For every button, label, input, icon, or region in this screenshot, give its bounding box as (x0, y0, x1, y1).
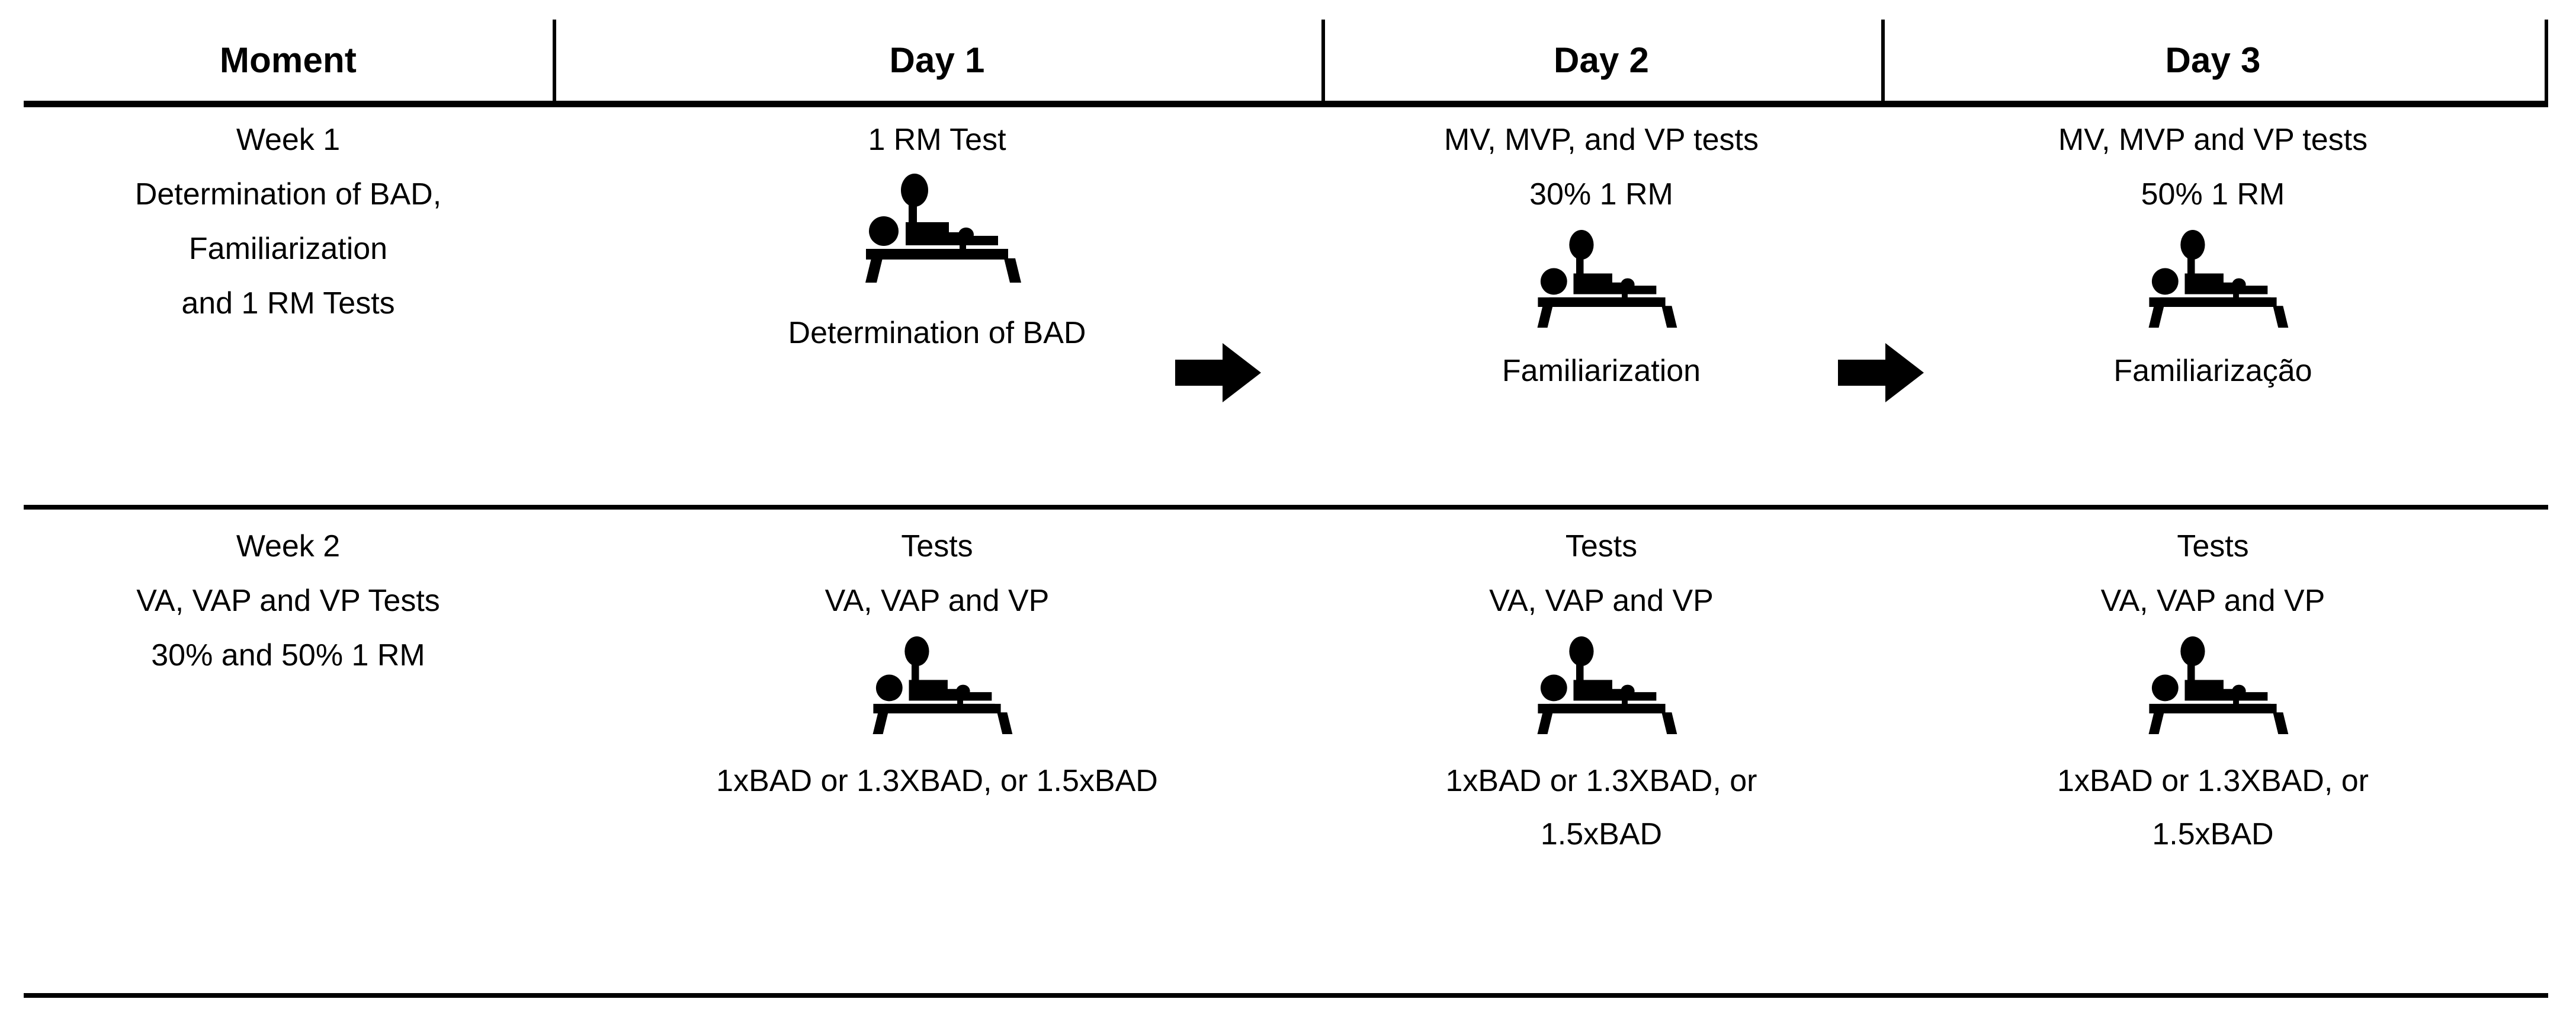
table-row: Week 2 VA, VAP and VP Tests 30% and 50% … (24, 510, 2548, 993)
column-header-day2: Day 2 (1553, 40, 1650, 80)
bench-press-icon (1525, 210, 1679, 329)
cell-line: Tests (901, 529, 973, 563)
cell-week1-day1: 1 RM Test (553, 107, 1321, 348)
header-divider-3 (1881, 20, 1885, 103)
column-header-moment: Moment (219, 40, 357, 80)
bench-press-icon (1525, 616, 1679, 736)
header-divider-1 (553, 20, 556, 103)
cell-week2-moment: Week 2 VA, VAP and VP Tests 30% and 50% … (24, 510, 553, 671)
moment-line: Determination of BAD, (134, 177, 442, 212)
cell-line: 1xBAD or 1.3XBAD, or (2057, 764, 2369, 798)
moment-line: and 1 RM Tests (181, 286, 395, 321)
protocol-table: Moment Day 1 Day 2 Day 3 Week 1 Determin… (24, 0, 2548, 1015)
bench-press-icon (2136, 210, 2290, 329)
cell-line: MV, MVP and VP tests (2058, 123, 2368, 157)
cell-line: 1.5xBAD (1540, 817, 1663, 851)
moment-line: VA, VAP and VP Tests (136, 584, 440, 618)
cell-week1-day3: MV, MVP and VP tests 50% 1 RM (1881, 107, 2545, 386)
cell-line: VA, VAP and VP (2100, 584, 2325, 618)
cell-week1-moment: Week 1 Determination of BAD, Familiariza… (24, 107, 553, 319)
moment-line: Week 1 (236, 123, 341, 157)
moment-line: Familiarization (188, 232, 388, 266)
table-header-row: Moment Day 1 Day 2 Day 3 (24, 20, 2548, 101)
cell-line: Familiarização (2113, 354, 2312, 388)
cell-line: VA, VAP and VP (1489, 584, 1714, 618)
cell-line: MV, MVP, and VP tests (1444, 123, 1759, 157)
cell-line: 1 RM Test (868, 123, 1006, 157)
bench-press-icon (851, 155, 1023, 284)
header-divider-2 (1321, 20, 1325, 103)
cell-line: VA, VAP and VP (825, 584, 1050, 618)
moment-line: 30% and 50% 1 RM (151, 638, 425, 673)
table-row: Week 1 Determination of BAD, Familiariza… (24, 107, 2548, 505)
cell-line: 1xBAD or 1.3XBAD, or (1445, 764, 1757, 798)
table-top-rule (24, 101, 2548, 107)
cell-week1-day2: MV, MVP, and VP tests 30% 1 RM (1321, 107, 1881, 386)
cell-week2-day2: Tests VA, VAP and VP (1321, 510, 1881, 850)
cell-line: 1xBAD or 1.3XBAD, or 1.5xBAD (716, 764, 1158, 798)
cell-line: Determination of BAD (788, 316, 1086, 350)
column-header-day1: Day 1 (889, 40, 985, 80)
cell-line: Tests (2177, 529, 2249, 563)
bench-press-icon (860, 616, 1014, 736)
cell-line: Tests (1565, 529, 1638, 563)
cell-week2-day3: Tests VA, VAP and VP (1881, 510, 2545, 850)
header-divider-4 (2545, 20, 2548, 103)
bench-press-icon (2136, 616, 2290, 736)
moment-line: Week 2 (236, 529, 341, 563)
cell-line: 30% 1 RM (1529, 177, 1673, 212)
arrow-right-icon (1175, 343, 1261, 405)
arrow-right-icon (1838, 343, 1924, 405)
cell-week2-day1: Tests VA, VAP and VP (553, 510, 1321, 796)
cell-line: 50% 1 RM (2141, 177, 2285, 212)
column-header-day3: Day 3 (2165, 40, 2261, 80)
table-bottom-rule (24, 993, 2548, 998)
cell-line: 1.5xBAD (2152, 817, 2274, 851)
table-middle-rule (24, 505, 2548, 510)
cell-line: Familiarization (1502, 354, 1701, 388)
